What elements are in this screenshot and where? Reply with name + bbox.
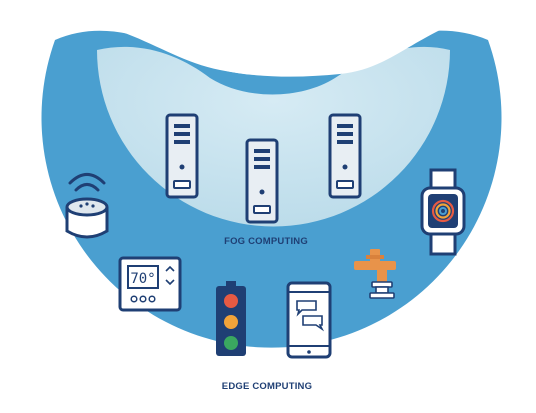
thermostat-icon: 70° <box>118 256 182 312</box>
smartphone-icon <box>286 281 332 359</box>
server-icon <box>245 138 279 224</box>
fog-computing-label: FOG COMPUTING <box>224 236 308 247</box>
smartwatch-icon <box>420 168 466 256</box>
thermostat-reading: 70° <box>130 271 155 287</box>
faucet-icon <box>354 249 396 299</box>
smart-speaker-icon <box>65 173 109 239</box>
cloud-shape <box>20 0 516 77</box>
traffic-light-icon <box>216 281 246 356</box>
server-icon <box>328 113 362 199</box>
edge-computing-label: EDGE COMPUTING <box>222 381 312 392</box>
server-icon <box>165 113 199 199</box>
